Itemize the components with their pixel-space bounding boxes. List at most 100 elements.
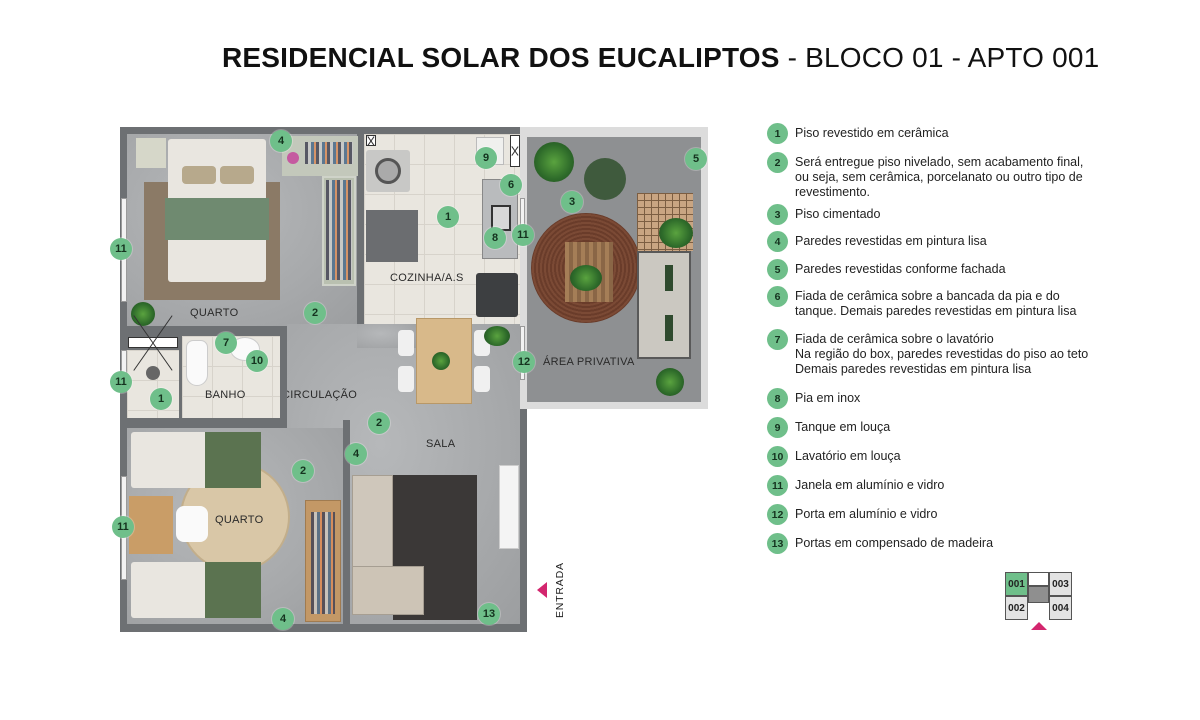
legend-text: Portas em compensado de madeira bbox=[795, 536, 994, 550]
tv-rack-icon bbox=[499, 465, 519, 549]
legend-badge: 12 bbox=[767, 504, 788, 525]
legend-item-10: 10 Lavatório em louça bbox=[767, 446, 901, 467]
legend-badge: 6 bbox=[767, 286, 788, 307]
legend-item-12: 12 Porta em alumínio e vidro bbox=[767, 504, 937, 525]
flower-icon bbox=[287, 152, 299, 164]
key-plan-entrance-arrow-icon bbox=[1031, 622, 1047, 630]
legend-text: Janela em alumínio e vidro bbox=[795, 478, 945, 492]
plant-icon bbox=[432, 352, 450, 370]
legend-badge: 10 bbox=[767, 446, 788, 467]
marker-13: 13 bbox=[478, 603, 500, 625]
sofa-cushion-icon bbox=[665, 315, 673, 341]
shoe-rack-icon bbox=[305, 142, 353, 164]
bed-pillow-icon bbox=[220, 166, 254, 184]
room-label-quarto-2: QUARTO bbox=[215, 514, 264, 526]
marker-12: 12 bbox=[513, 351, 535, 373]
sofa-chaise-icon bbox=[352, 566, 424, 615]
marker-6: 6 bbox=[500, 174, 522, 196]
marker-2: 2 bbox=[304, 302, 326, 324]
floor-plan: ÁREA PRIVATIVA CIRCULAÇÃO SALA BANHO QUA… bbox=[0, 0, 720, 640]
shaft-icon bbox=[128, 337, 178, 348]
legend-item-3: 3 Piso cimentado bbox=[767, 204, 880, 225]
legend-badge: 1 bbox=[767, 123, 788, 144]
legend-badge: 8 bbox=[767, 388, 788, 409]
title-unit: - BLOCO 01 - APTO 001 bbox=[779, 42, 1100, 73]
marker-8: 8 bbox=[484, 227, 506, 249]
legend-badge: 4 bbox=[767, 231, 788, 252]
shoe-rack-icon bbox=[326, 180, 352, 280]
plant-icon bbox=[534, 142, 574, 182]
legend-item-1: 1 Piso revestido em cerâmica bbox=[767, 123, 949, 144]
pouf-icon bbox=[584, 158, 626, 200]
legend-text: Tanque em louça bbox=[795, 420, 891, 434]
legend-text: Paredes revestidas conforme fachada bbox=[795, 262, 1006, 276]
key-plan-stair-core bbox=[1028, 572, 1049, 586]
room-label-area-privativa: ÁREA PRIVATIVA bbox=[543, 356, 635, 368]
marker-3: 3 bbox=[561, 191, 583, 213]
room-label-banho: BANHO bbox=[205, 389, 246, 401]
dining-chair-icon bbox=[398, 330, 414, 356]
key-plan-unit-002: 002 bbox=[1005, 596, 1028, 620]
dining-chair-icon bbox=[474, 366, 490, 392]
legend-badge: 11 bbox=[767, 475, 788, 496]
bed-blanket-icon bbox=[165, 198, 269, 240]
stove-icon bbox=[476, 273, 518, 317]
legend-badge: 2 bbox=[767, 152, 788, 173]
legend-item-2: 2 Será entregue piso nivelado, sem acaba… bbox=[767, 152, 1083, 200]
key-plan: 001 003 002 004 bbox=[1005, 572, 1073, 632]
marker-11: 11 bbox=[112, 516, 134, 538]
title-building: RESIDENCIAL SOLAR DOS EUCALIPTOS bbox=[222, 42, 780, 73]
plant-icon bbox=[131, 302, 155, 326]
legend-item-4: 4 Paredes revestidas em pintura lisa bbox=[767, 231, 987, 252]
legend-badge: 9 bbox=[767, 417, 788, 438]
marker-2: 2 bbox=[368, 412, 390, 434]
legend-text: Lavatório em louça bbox=[795, 449, 901, 463]
banho-floor bbox=[127, 350, 179, 418]
legend-item-8: 8 Pia em inox bbox=[767, 388, 860, 409]
bed-pillow-icon bbox=[182, 166, 216, 184]
room-label-sala: SALA bbox=[426, 438, 456, 450]
marker-4: 4 bbox=[272, 608, 294, 630]
shoe-rack-icon bbox=[311, 512, 335, 614]
legend-item-5: 5 Paredes revestidas conforme fachada bbox=[767, 259, 1006, 280]
plant-icon bbox=[656, 368, 684, 396]
marker-4: 4 bbox=[345, 443, 367, 465]
marker-4: 4 bbox=[270, 130, 292, 152]
key-plan-unit-004: 004 bbox=[1049, 596, 1072, 620]
bed-blanket-icon bbox=[205, 432, 261, 488]
key-plan-unit-003: 003 bbox=[1049, 572, 1072, 596]
plant-icon bbox=[484, 326, 510, 346]
legend-item-13: 13 Portas em compensado de madeira bbox=[767, 533, 993, 554]
marker-11: 11 bbox=[110, 238, 132, 260]
toilet-icon bbox=[186, 340, 208, 386]
room-label-circulacao: CIRCULAÇÃO bbox=[282, 389, 358, 401]
desk-icon bbox=[129, 496, 173, 554]
marker-9: 9 bbox=[475, 147, 497, 169]
marker-11: 11 bbox=[110, 371, 132, 393]
legend-item-6: 6 Fiada de cerâmica sobre a bancada da p… bbox=[767, 286, 1076, 319]
shaft-icon bbox=[510, 135, 520, 167]
marker-10: 10 bbox=[246, 350, 268, 372]
marker-7: 7 bbox=[215, 332, 237, 354]
legend-text: Pia em inox bbox=[795, 391, 861, 405]
nightstand-icon bbox=[136, 138, 166, 168]
legend-text: Fiada de cerâmica sobre a bancada da pia… bbox=[795, 289, 1077, 318]
marker-1: 1 bbox=[150, 388, 172, 410]
entrance-label: ENTRADA bbox=[554, 562, 566, 618]
marker-5: 5 bbox=[685, 148, 707, 170]
room-label-quarto-1: QUARTO bbox=[190, 307, 239, 319]
shower-drain-icon bbox=[146, 366, 160, 380]
shaft-icon bbox=[366, 135, 376, 146]
desk-chair-icon bbox=[176, 506, 208, 542]
legend-item-11: 11 Janela em alumínio e vidro bbox=[767, 475, 944, 496]
room-label-cozinha: COZINHA/A.S bbox=[390, 272, 464, 284]
sala-wall bbox=[343, 420, 350, 632]
outdoor-sofa-icon bbox=[637, 251, 691, 359]
key-plan-stair-core bbox=[1028, 586, 1049, 603]
sofa-cushion-icon bbox=[665, 265, 673, 291]
refrigerator-icon bbox=[366, 210, 418, 262]
washing-machine-drum-icon bbox=[375, 158, 401, 184]
key-plan-unit-001: 001 bbox=[1005, 572, 1028, 596]
